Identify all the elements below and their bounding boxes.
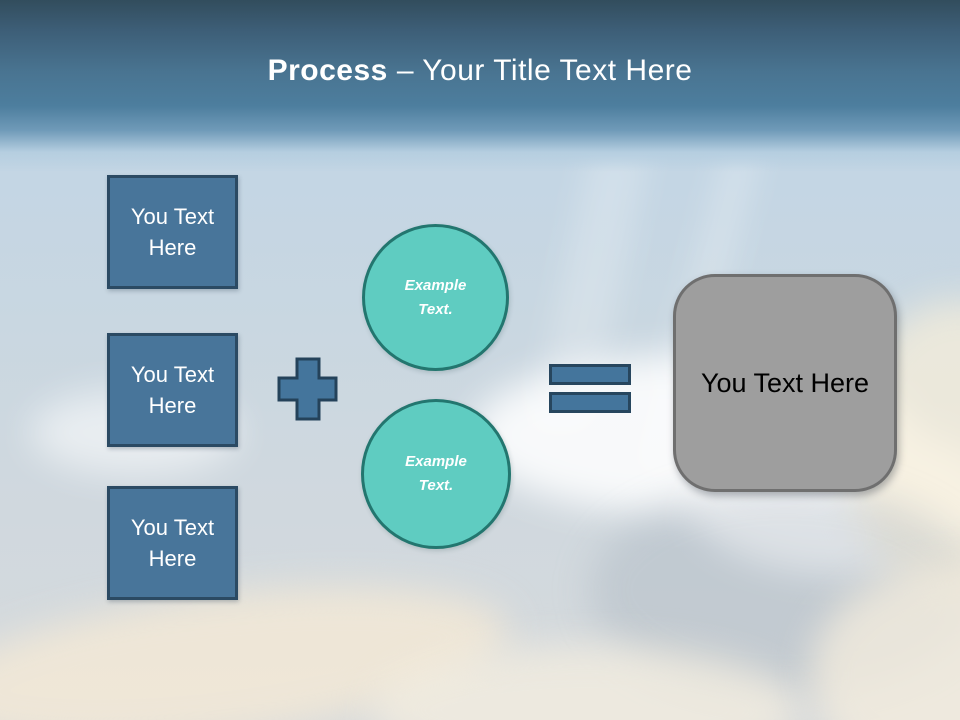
process-box-1-label: You Text Here [130, 203, 215, 260]
process-box-2-label: You Text Here [130, 361, 215, 418]
page-title: Process– Your Title Text Here [0, 54, 960, 88]
title-keyword: Process [267, 54, 388, 87]
example-circle-2: Example Text. [361, 399, 511, 549]
title-subtitle: – Your Title Text Here [396, 54, 693, 87]
example-circle-1: Example Text. [362, 224, 509, 371]
process-box-1: You Text Here [107, 175, 238, 289]
equals-icon [549, 364, 631, 413]
result-box: You Text Here [673, 274, 897, 492]
example-circle-1-label: Example Text. [404, 276, 467, 318]
equals-bar [549, 392, 631, 413]
process-box-3: You Text Here [107, 486, 238, 600]
plus-icon [277, 357, 338, 421]
process-box-2: You Text Here [107, 333, 238, 447]
header-band [0, 0, 960, 172]
equals-bar [549, 364, 631, 385]
process-box-3-label: You Text Here [130, 514, 215, 571]
result-box-label: You Text Here [700, 367, 870, 398]
example-circle-2-label: Example Text. [405, 453, 467, 494]
